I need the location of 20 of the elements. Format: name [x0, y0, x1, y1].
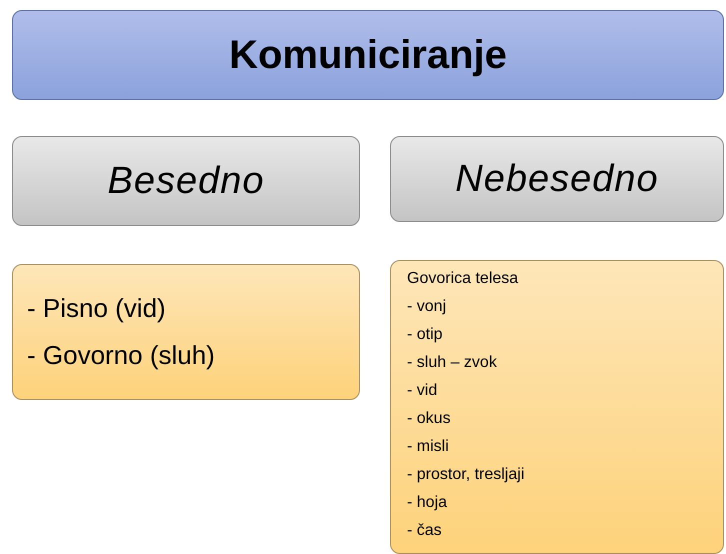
- category-box: [12, 136, 360, 226]
- heading-text: Besedno: [107, 160, 264, 202]
- title-box: [12, 10, 724, 100]
- category-box: [390, 136, 724, 222]
- list-item: - misli: [407, 438, 450, 456]
- heading-text: Nebesedno: [455, 158, 659, 200]
- list-item: - vid: [407, 382, 438, 400]
- list-item: - sluh – zvok: [407, 354, 498, 372]
- title-text: Komuniciranje: [229, 32, 507, 78]
- list-item: - vonj: [407, 298, 448, 316]
- list-item: - Govorno (sluh): [27, 340, 216, 371]
- list-item: - otip: [407, 326, 444, 344]
- list-item: - hoja: [407, 494, 448, 512]
- list-item: - Pisno (vid): [27, 293, 167, 324]
- list-item: - čas: [407, 522, 443, 540]
- list-item: - prostor, tresljaji: [407, 466, 526, 484]
- list-box: [12, 264, 360, 400]
- list-heading: Govorica telesa: [407, 270, 520, 288]
- list-item: - okus: [407, 410, 452, 428]
- list-box: [390, 260, 724, 554]
